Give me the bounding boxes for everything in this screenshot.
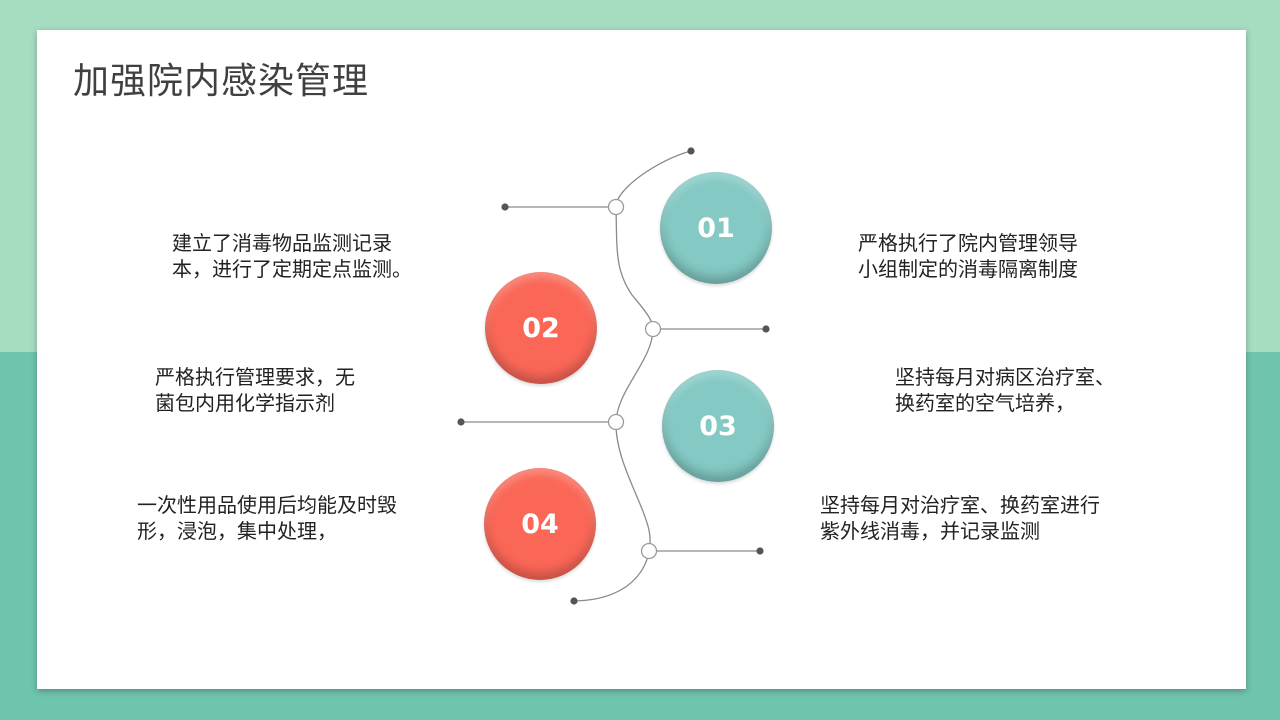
text-line: 坚持每月对病区治疗室、 bbox=[895, 365, 1115, 389]
text-line: 小组制定的消毒隔离制度 bbox=[858, 257, 1078, 281]
text-line: 形，浸泡，集中处理， bbox=[137, 519, 337, 543]
badge-number: 03 bbox=[699, 410, 737, 442]
badge-number: 01 bbox=[697, 212, 735, 244]
text-line: 菌包内用化学指示剂 bbox=[155, 391, 335, 415]
junction-ring bbox=[644, 320, 662, 338]
badge-01: 01 bbox=[660, 172, 772, 284]
junction-ring bbox=[640, 542, 658, 560]
end-dot bbox=[756, 547, 764, 555]
text-line: 严格执行了院内管理领导 bbox=[858, 231, 1078, 255]
timeline-connector bbox=[457, 147, 770, 605]
text-line: 紫外线消毒，并记录监测 bbox=[820, 519, 1040, 543]
end-dot bbox=[762, 325, 770, 333]
text-line: 一次性用品使用后均能及时毁 bbox=[137, 493, 397, 517]
text-line: 建立了消毒物品监测记录 bbox=[172, 231, 392, 255]
badge-03: 03 bbox=[662, 370, 774, 482]
text-line: 换药室的空气培养， bbox=[895, 391, 1075, 415]
badge-04: 04 bbox=[484, 468, 596, 580]
left-text-mid: 严格执行管理要求，无 菌包内用化学指示剂 bbox=[155, 364, 355, 416]
page-title: 加强院内感染管理 bbox=[73, 61, 370, 102]
end-dot bbox=[457, 418, 465, 426]
badge-02: 02 bbox=[485, 272, 597, 384]
item-01-text: 严格执行了院内管理领导 小组制定的消毒隔离制度 bbox=[858, 230, 1078, 282]
text-line: 本，进行了定期定点监测。 bbox=[172, 257, 412, 281]
item-02-text: 建立了消毒物品监测记录 本，进行了定期定点监测。 bbox=[172, 230, 412, 282]
end-dot bbox=[501, 203, 509, 211]
slide-canvas: 加强院内感染管理 01 02 03 04 严格执行了院内管理领导 小组制定的消 bbox=[37, 30, 1246, 689]
junction-ring bbox=[607, 198, 625, 216]
badge-number: 04 bbox=[521, 508, 559, 540]
end-dot bbox=[687, 147, 695, 155]
item-04-text: 一次性用品使用后均能及时毁 形，浸泡，集中处理， bbox=[137, 492, 397, 544]
item-03-text: 坚持每月对病区治疗室、 换药室的空气培养， bbox=[895, 364, 1115, 416]
text-line: 严格执行管理要求，无 bbox=[155, 365, 355, 389]
text-line: 坚持每月对治疗室、换药室进行 bbox=[820, 493, 1100, 517]
end-dot bbox=[570, 597, 578, 605]
badge-number: 02 bbox=[522, 312, 560, 344]
item-extra-right-text: 坚持每月对治疗室、换药室进行 紫外线消毒，并记录监测 bbox=[820, 492, 1100, 544]
junction-ring bbox=[607, 413, 625, 431]
